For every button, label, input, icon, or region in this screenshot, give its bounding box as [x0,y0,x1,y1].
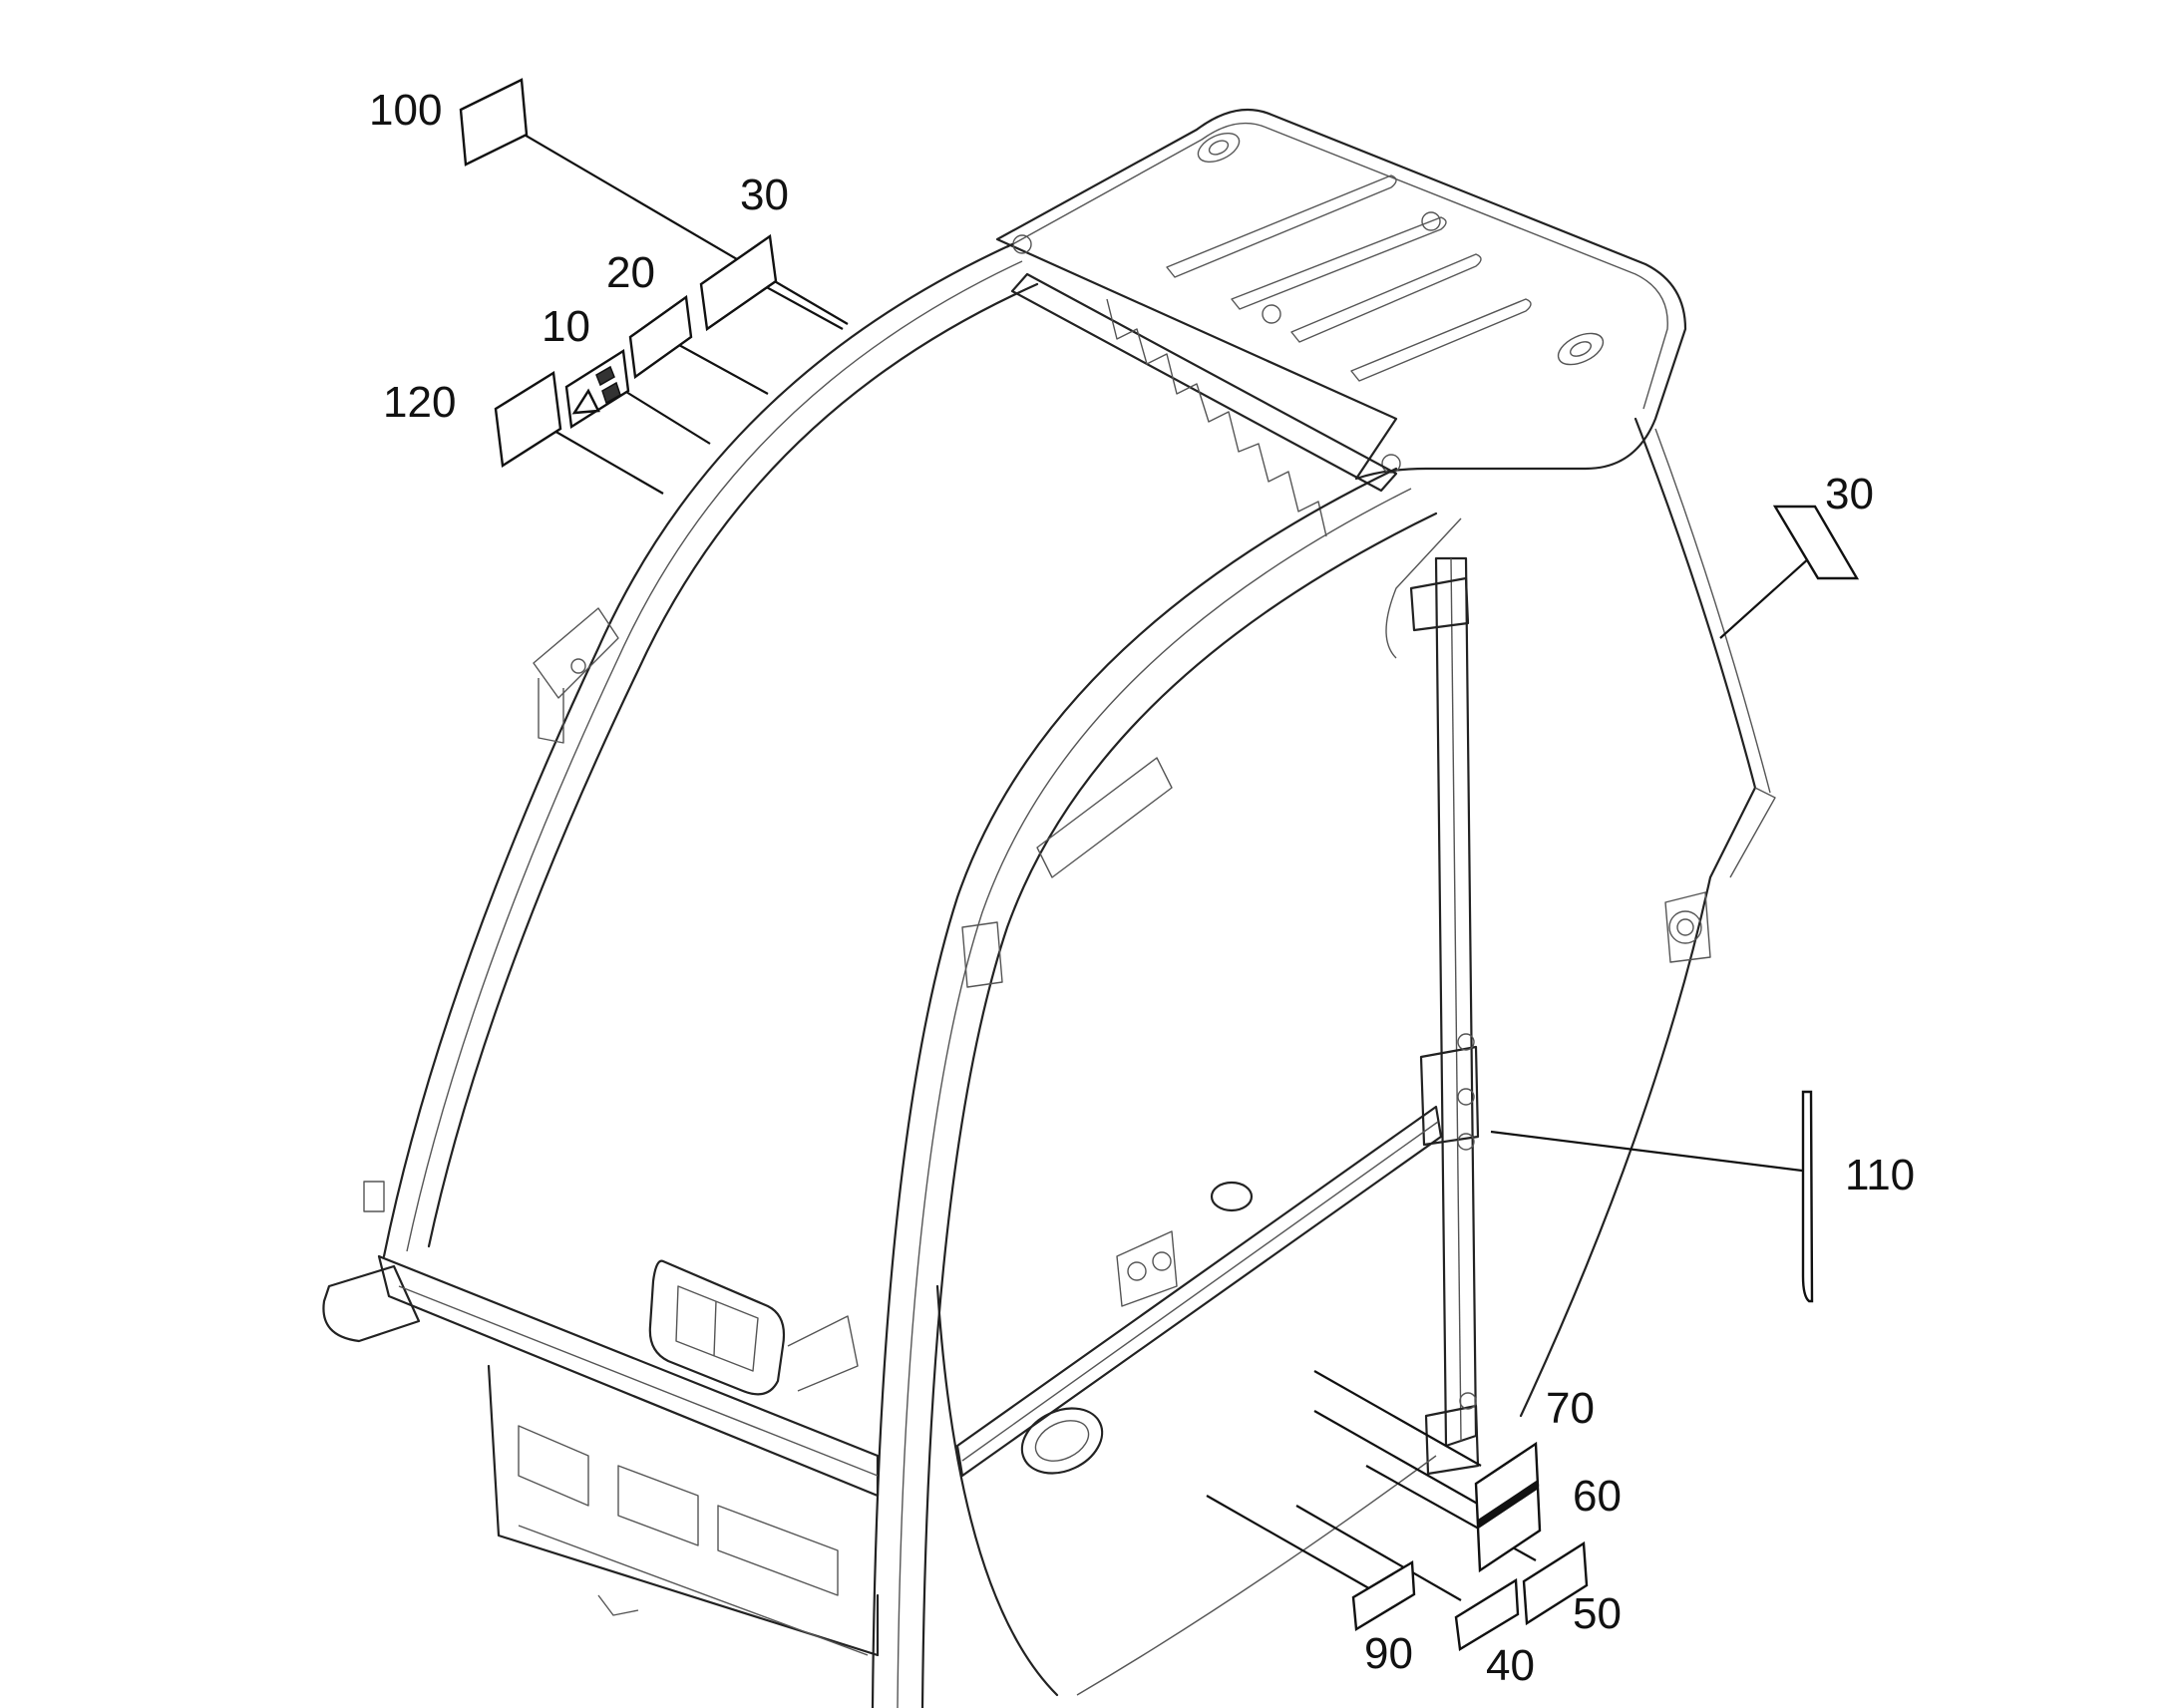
leader-30-right [1719,547,1821,639]
decal-30-top [699,233,778,332]
callout-110: 110 [1845,1151,1915,1199]
door-panel [935,1105,1443,1697]
callout-labels: 100 30 20 10 120 30 110 70 60 50 90 40 [369,86,1915,1690]
callout-90: 90 [1364,1629,1413,1678]
right-arc-pillar [871,467,1462,1708]
callout-30-top: 30 [740,171,789,219]
leader-90 [1206,1495,1382,1596]
decal-30-right [1772,505,1860,580]
decal-100 [459,78,529,167]
decal-40 [1454,1577,1520,1651]
leader-70 [1313,1370,1482,1467]
leader-110 [1490,1130,1811,1174]
decals [459,78,1860,1651]
leader-100 [498,119,849,325]
leader-lines [498,119,1821,1601]
callout-120: 120 [383,378,456,427]
callout-10: 10 [542,302,590,351]
door-post [1409,556,1480,1476]
lower-base [322,1254,880,1657]
work-light [648,1259,786,1396]
leader-20 [667,338,769,395]
decal-90 [1351,1559,1416,1632]
decal-10-warning-symbol [564,348,630,430]
decal-60 [1476,1485,1542,1573]
callout-20: 20 [606,248,655,297]
rear-right-edge [1519,417,1776,1418]
roof-panel [995,108,1687,537]
leader-60 [1313,1410,1482,1507]
callout-60: 60 [1573,1472,1622,1521]
decal-120 [494,370,562,469]
decal-50 [1522,1540,1589,1626]
callout-40: 40 [1486,1641,1535,1690]
decal-20 [628,294,693,380]
leader-10 [612,383,711,445]
left-arc-pillar [363,242,1039,1258]
cab-frame-drawing [322,108,1776,1708]
callout-30-right: 30 [1825,470,1874,518]
decal-110 [1801,1090,1814,1303]
callout-50: 50 [1573,1589,1622,1638]
leader-40 [1295,1505,1462,1601]
callout-100: 100 [369,86,442,135]
callout-70: 70 [1546,1384,1595,1433]
